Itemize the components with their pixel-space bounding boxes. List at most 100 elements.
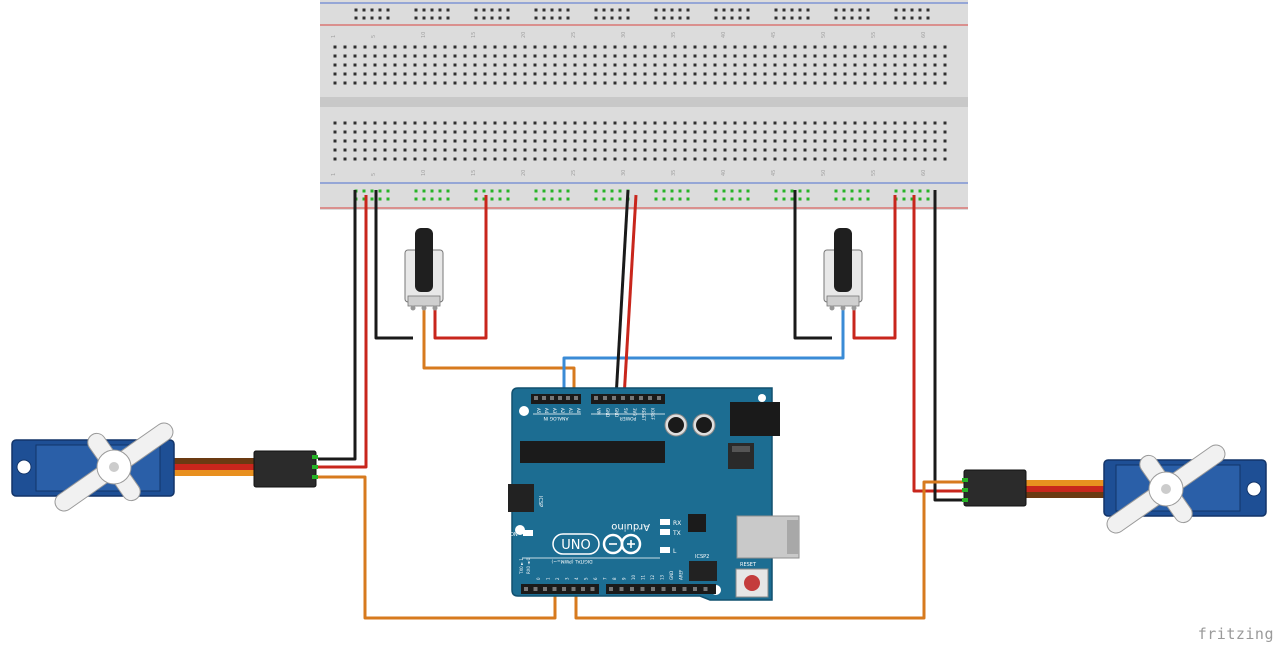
breadboard-hole bbox=[423, 54, 427, 58]
icsp2-label: ICSP2 bbox=[695, 554, 709, 560]
pin-label: 5V bbox=[623, 408, 628, 414]
breadboard-hole bbox=[933, 157, 937, 161]
wire-red-right-pot bbox=[852, 195, 897, 340]
header-pin bbox=[581, 587, 585, 591]
rail-hole bbox=[610, 8, 614, 12]
rail-hole bbox=[686, 16, 690, 20]
rail-hole bbox=[738, 16, 742, 20]
column-number: 30 bbox=[621, 32, 627, 38]
breadboard-hole bbox=[413, 121, 417, 125]
rail-hole bbox=[714, 16, 718, 20]
rail-hole bbox=[602, 8, 606, 12]
breadboard-hole bbox=[333, 63, 337, 67]
breadboard-hole bbox=[533, 139, 537, 143]
breadboard-hole bbox=[503, 139, 507, 143]
breadboard-hole bbox=[483, 139, 487, 143]
rail-hole bbox=[746, 8, 750, 12]
breadboard-hole bbox=[663, 54, 667, 58]
pin-label: 2 bbox=[555, 577, 560, 580]
breadboard-hole bbox=[943, 54, 947, 58]
rail-hole bbox=[850, 197, 854, 201]
breadboard-hole bbox=[593, 157, 597, 161]
breadboard-hole bbox=[393, 148, 397, 152]
breadboard-hole bbox=[343, 130, 347, 134]
breadboard-hole bbox=[883, 45, 887, 49]
breadboard-hole bbox=[713, 81, 717, 85]
rail-hole bbox=[550, 16, 554, 20]
wire-red-right-servo bbox=[912, 195, 968, 493]
breadboard-hole bbox=[643, 148, 647, 152]
rail-hole bbox=[446, 189, 450, 193]
breadboard-hole bbox=[773, 81, 777, 85]
breadboard-hole bbox=[383, 157, 387, 161]
rail-hole bbox=[902, 189, 906, 193]
breadboard-hole bbox=[663, 148, 667, 152]
breadboard-hole bbox=[393, 63, 397, 67]
rail-hole bbox=[790, 189, 794, 193]
breadboard-hole bbox=[833, 81, 837, 85]
breadboard-hole bbox=[563, 139, 567, 143]
breadboard-hole bbox=[363, 81, 367, 85]
header-pin bbox=[630, 587, 634, 591]
wire-black-left-servo bbox=[318, 190, 357, 461]
breadboard-hole bbox=[543, 139, 547, 143]
breadboard-hole bbox=[753, 130, 757, 134]
breadboard-hole bbox=[883, 139, 887, 143]
breadboard-hole bbox=[593, 139, 597, 143]
breadboard-hole bbox=[373, 81, 377, 85]
breadboard-hole bbox=[413, 45, 417, 49]
breadboard-hole bbox=[683, 157, 687, 161]
rail-hole bbox=[894, 8, 898, 12]
breadboard-hole bbox=[613, 45, 617, 49]
rail-hole bbox=[386, 189, 390, 193]
breadboard-hole bbox=[473, 54, 477, 58]
pin-label: IOREF bbox=[650, 408, 655, 421]
breadboard-hole bbox=[903, 72, 907, 76]
breadboard-hole bbox=[653, 72, 657, 76]
breadboard-hole bbox=[563, 54, 567, 58]
breadboard-hole bbox=[933, 63, 937, 67]
header-pin bbox=[672, 587, 676, 591]
pin-label: GND bbox=[605, 408, 610, 417]
breadboard-hole bbox=[593, 81, 597, 85]
arduino-model-label: UNO bbox=[561, 538, 590, 553]
rail-hole bbox=[506, 16, 510, 20]
breadboard-hole bbox=[493, 139, 497, 143]
breadboard-hole bbox=[443, 121, 447, 125]
column-number: 25 bbox=[571, 170, 577, 176]
breadboard-hole bbox=[423, 45, 427, 49]
breadboard-hole bbox=[613, 72, 617, 76]
rail-hole bbox=[834, 197, 838, 201]
breadboard-hole bbox=[913, 81, 917, 85]
breadboard-hole bbox=[893, 54, 897, 58]
rail-hole bbox=[542, 8, 546, 12]
breadboard-hole bbox=[593, 130, 597, 134]
breadboard-hole bbox=[693, 148, 697, 152]
breadboard-hole bbox=[633, 139, 637, 143]
breadboard-hole bbox=[423, 157, 427, 161]
rail-hole bbox=[498, 197, 502, 201]
breadboard-hole bbox=[783, 121, 787, 125]
breadboard-hole bbox=[333, 45, 337, 49]
breadboard-hole bbox=[423, 72, 427, 76]
potentiometer-left bbox=[404, 228, 444, 311]
header-pin bbox=[612, 396, 616, 400]
rail-hole bbox=[902, 8, 906, 12]
breadboard-hole bbox=[633, 121, 637, 125]
breadboard-hole bbox=[793, 157, 797, 161]
breadboard-hole bbox=[343, 157, 347, 161]
breadboard-hole bbox=[463, 81, 467, 85]
breadboard-hole bbox=[743, 54, 747, 58]
breadboard-hole bbox=[423, 121, 427, 125]
breadboard-hole bbox=[553, 45, 557, 49]
breadboard-hole bbox=[873, 139, 877, 143]
column-number: 55 bbox=[871, 170, 877, 176]
breadboard-hole bbox=[753, 81, 757, 85]
breadboard-hole bbox=[773, 139, 777, 143]
rail-hole bbox=[506, 8, 510, 12]
breadboard-hole bbox=[903, 81, 907, 85]
rail-hole bbox=[902, 197, 906, 201]
breadboard-hole bbox=[943, 63, 947, 67]
rail-hole bbox=[842, 16, 846, 20]
rail-hole bbox=[910, 189, 914, 193]
